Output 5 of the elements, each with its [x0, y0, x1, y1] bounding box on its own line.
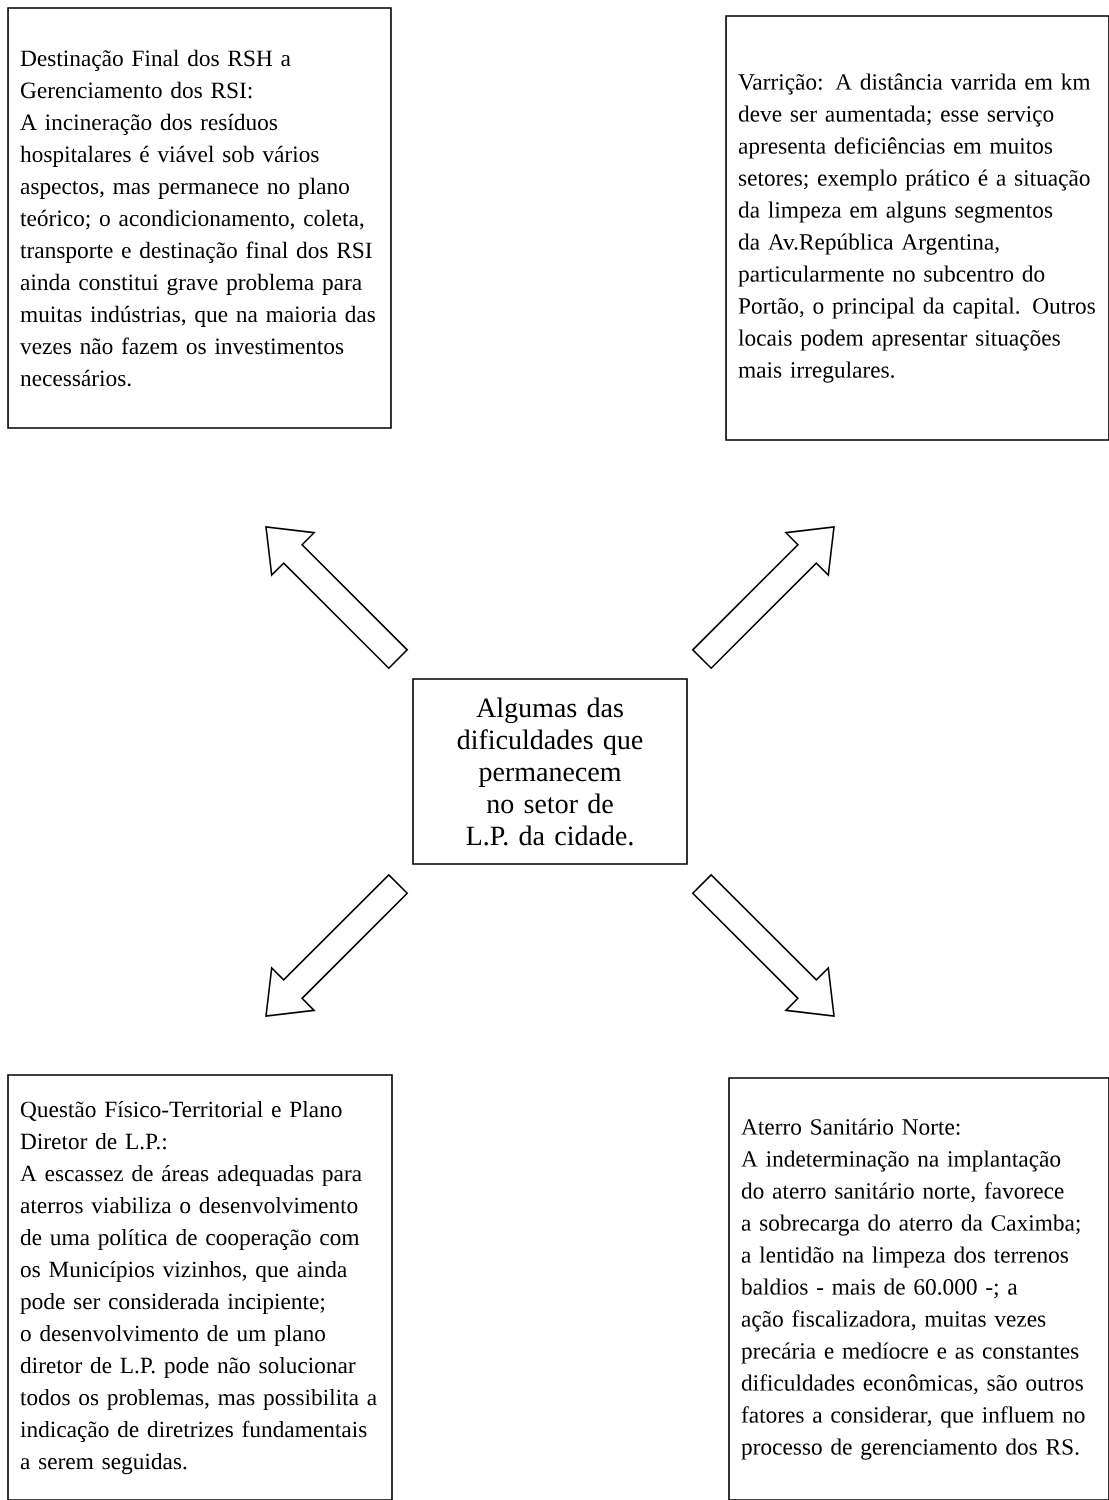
text-box: Varrição: A distância varrida em km deve ser aumentada; esse serviço apresenta deficiências em muitos setores; exemplo prático é a situação da limpeza em alguns segmentos da Av.República Argentina, particularmente no subcentro do Portão, o principal da capital. Outros locais podem apresentar situações mais irregulares.	[725, 15, 1109, 441]
title-box: Algumas das dificuldades que permanecem no setor de L.P. da cidade.	[412, 678, 688, 865]
text-box: Aterro Sanitário Norte: A indeterminação na implantação do aterro sanitário norte, favorece a sobrecarga do aterro da Caximba; a lentidão na limpeza dos terrenos baldios - mais de 60.000 -; a ação fiscalizadora, muitas vezes precária e medíocre e as constantes dificuldades econômicas, são outros fatores a considerar, que influem no processo de gerenciamento dos RS.	[728, 1077, 1109, 1500]
text-box: Destinação Final dos RSH a Gerenciamento dos RSI: A incineração dos resíduos hospitalares é viável sob vários aspectos, mas permanece no plano teórico; o acondicionamento, coleta, transporte e destinação final dos RSI ainda constitui grave problema para muitas indústrias, que na maioria das vezes não fazem os investimentos necessários.	[7, 7, 392, 429]
text-box: Questão Físico-Territorial e Plano Diretor de L.P.: A escassez de áreas adequadas para aterros viabiliza o desenvolvimento de uma política de cooperação com os Municípios vizinhos, que ainda pode ser considerada incipiente; o desenvolvimento de um plano diretor de L.P. pode não solucionar todos os problemas, mas possibilita a indicação de diretrizes fundamentais a serem seguidas.	[7, 1074, 393, 1500]
